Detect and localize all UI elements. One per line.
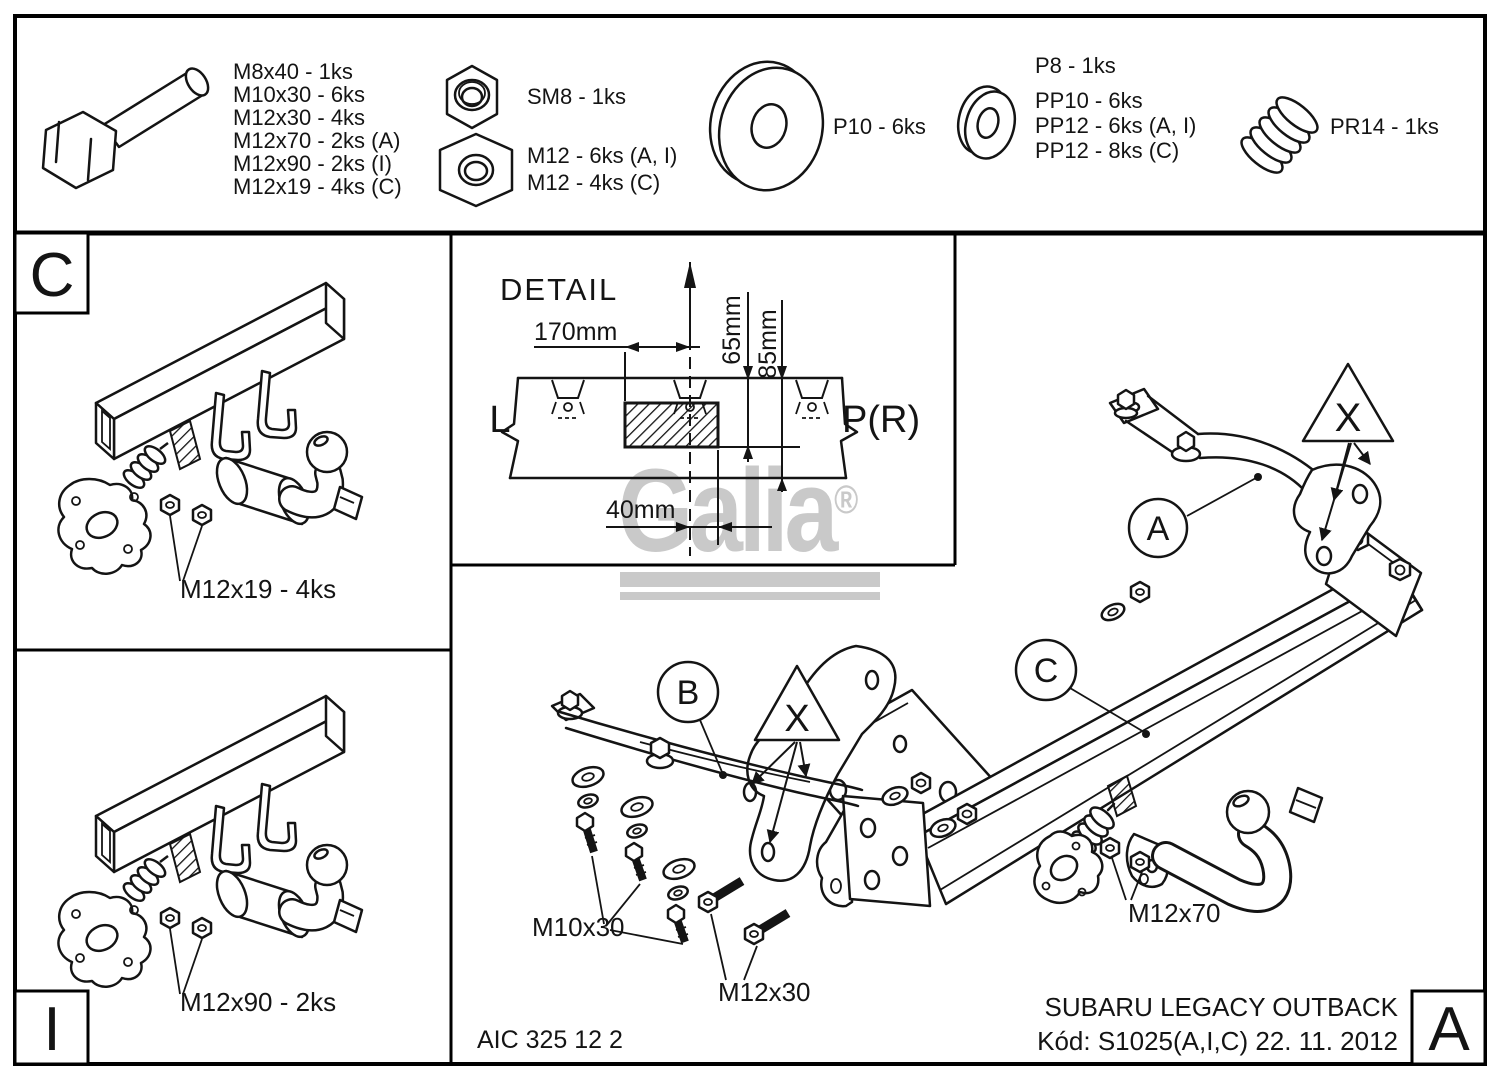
vehicle-code-line: Kód: S1025(A,I,C) 22. 11. 2012 [1037,1026,1398,1056]
galia-watermark: Galia® [618,452,858,570]
watermark-bar [620,592,880,600]
warning-letter: X [1335,396,1362,440]
bolt-icon [41,67,210,190]
spring-spec: PR14 - 1ks [1330,114,1439,139]
cutout-area [623,401,720,449]
beam-end-plate [815,794,932,908]
spring-washer-spec: PP12 - 8ks (C) [1035,138,1179,163]
vehicle-title: SUBARU LEGACY OUTBACK [1044,992,1398,1022]
side-label-left: L [489,399,510,441]
warning-triangle-x-mid: X [751,664,841,844]
bolt-spec: M12x30 - 4ks [233,105,365,130]
dim-40: 40mm [606,496,675,524]
nut-spec: M12 - 4ks (C) [527,170,660,195]
bolt-spec: M8x40 - 1ks [233,59,353,84]
dim-170: 170mm [534,318,617,346]
cross-beam [906,556,1424,906]
lock-nut-icon [445,64,499,130]
dim-85: 85mm [754,309,782,378]
arm-a [1108,387,1382,575]
callout-c: C [1014,638,1150,738]
detail-view: DETAIL [489,262,920,556]
callout-b-letter: B [677,674,700,712]
registered-mark-icon: ® [834,478,859,522]
dim-65: 65mm [718,295,746,364]
m12x30-label: M12x30 [718,977,811,1007]
spring-washer-spec: PP12 - 6ks (A, I) [1035,113,1196,138]
panel-c-drawing: M12x19 - 4ks [58,283,362,604]
washer-nut-hardware [881,580,1151,839]
callout-c-letter: C [1034,652,1059,690]
large-washer-spec: P10 - 6ks [833,114,926,139]
m12x30-hardware: M12x30 [697,877,811,1007]
bolt-spec: M12x19 - 4ks (C) [233,174,402,199]
bumper-clip [795,379,829,419]
flat-washer-spec: P8 - 1ks [1035,53,1116,78]
m10x30-hardware: M10x30 [532,765,696,945]
callout-a-letter: A [1147,510,1170,548]
ball-hitch: M12x70 [1033,774,1324,928]
m12x70-label: M12x70 [1128,898,1221,928]
m10x30-label: M10x30 [532,912,625,942]
bolt-spec: M10x30 - 6ks [233,82,365,107]
bumper-clip [551,379,585,419]
sheet-a-letter-box [1410,989,1487,1066]
panel-i-letter-box [13,989,90,1066]
watermark-text: Galia [618,445,838,577]
panel-i-drawing: M12x90 - 2ks [58,696,362,1017]
sheet-a-letter: A [1428,995,1470,1064]
bolt-spec: M12x70 - 2ks (A) [233,128,401,153]
nut-spec: M12 - 6ks (A, I) [527,143,677,168]
panel-c-bolt-label: M12x19 - 4ks [180,574,336,604]
panel-i-letter: I [43,995,60,1064]
spring-icon [1240,96,1319,174]
spring-washer-spec: PP10 - 6ks [1035,88,1143,113]
nut-icon [438,132,514,208]
warning-triangle-x-top: X [1301,362,1395,542]
callout-b: B [656,660,727,779]
panel-c-letter: C [30,241,75,310]
panel-c-letter-box [13,231,90,315]
parts-list-section: M8x40 - 1ks M10x30 - 6ks M12x30 - 4ks M1… [41,53,1439,208]
detail-title: DETAIL [500,272,618,307]
small-washer-icon [956,85,1017,160]
sheet-frame: C I A [13,14,1487,1066]
panel-i-bolt-label: M12x90 - 2ks [180,987,336,1017]
callout-a: A [1127,473,1262,559]
watermark-bar [620,572,880,587]
bolt-spec: M12x90 - 2ks (I) [233,151,392,176]
warning-letter: X [784,698,809,740]
main-assembly-view: X A C [532,362,1424,1007]
lock-nut-spec: SM8 - 1ks [527,84,626,109]
large-washer-icon [708,60,825,192]
side-label-right: P(R) [842,399,920,441]
doc-number: AIC 325 12 2 [477,1026,623,1054]
